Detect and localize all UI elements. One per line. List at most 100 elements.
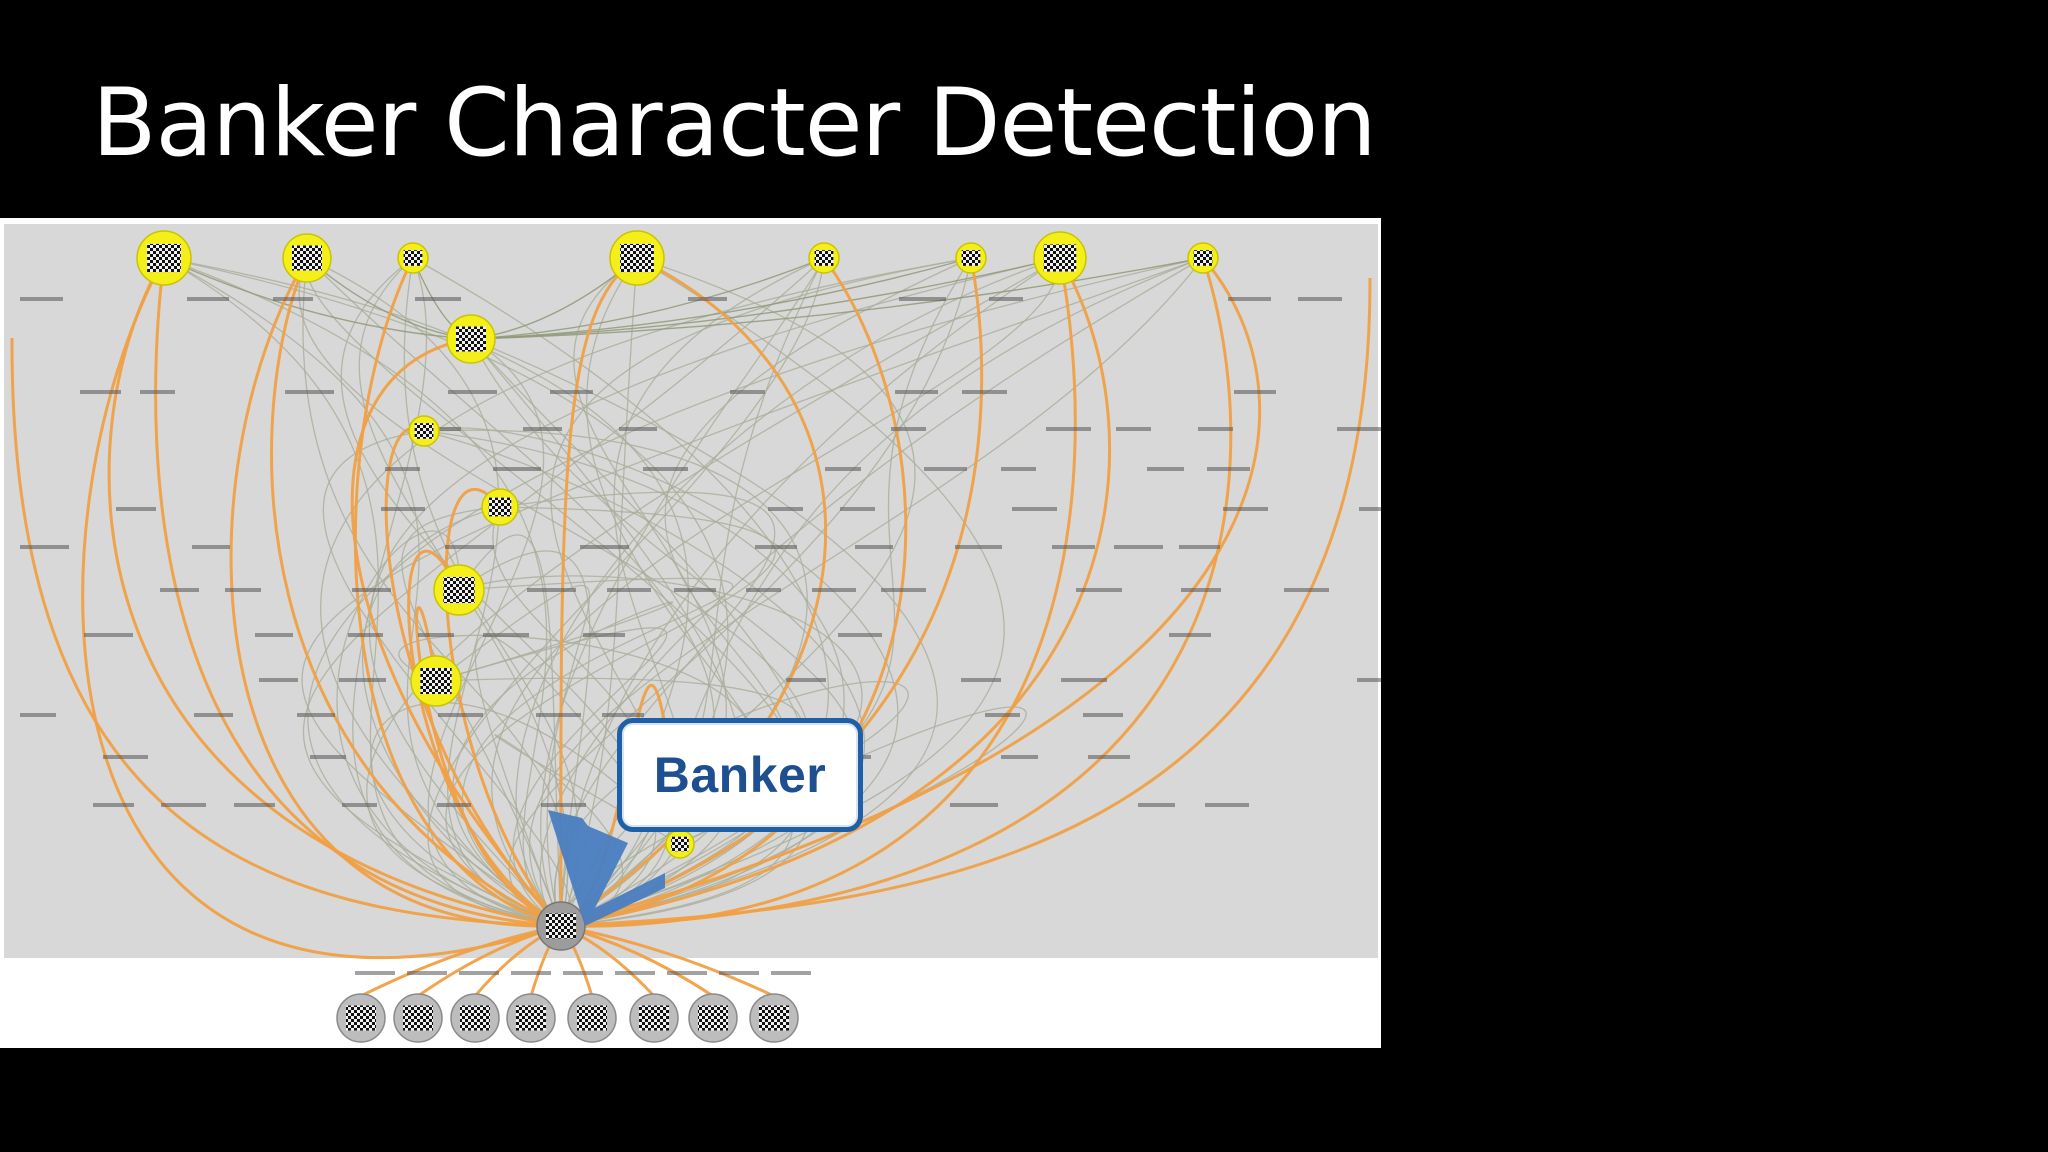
edge-label-mark bbox=[615, 971, 655, 975]
edge-label-mark bbox=[550, 390, 593, 394]
edge-label-mark bbox=[1234, 390, 1276, 394]
heavy-edge bbox=[559, 256, 638, 927]
edge-label-mark bbox=[667, 971, 707, 975]
edge-label-mark bbox=[1223, 507, 1268, 511]
edge-label-mark bbox=[607, 588, 651, 592]
light-edge bbox=[307, 257, 1204, 927]
banker-callout-label: Banker bbox=[653, 747, 827, 803]
light-edge bbox=[470, 257, 1204, 340]
edge-label-mark bbox=[962, 390, 1007, 394]
light-edge bbox=[539, 257, 1204, 927]
light-edge bbox=[491, 257, 1061, 927]
edge-label-mark bbox=[493, 467, 541, 471]
edge-label-mark bbox=[419, 427, 461, 431]
edge-label-mark bbox=[1052, 545, 1095, 549]
banker-node bbox=[536, 901, 586, 951]
character-node bbox=[397, 242, 429, 274]
edge-label-mark bbox=[1179, 545, 1220, 549]
edge-label-mark bbox=[895, 390, 938, 394]
edge-label-mark bbox=[84, 633, 133, 637]
light-edge bbox=[302, 257, 825, 927]
light-edge bbox=[336, 530, 562, 927]
edge-label-mark bbox=[719, 971, 759, 975]
edge-label-mark bbox=[339, 678, 386, 682]
light-edge bbox=[435, 584, 591, 927]
character-node bbox=[433, 564, 485, 616]
edge-label-mark bbox=[730, 390, 765, 394]
edge-label-mark bbox=[840, 507, 875, 511]
edge-label-mark bbox=[855, 545, 893, 549]
edge-label-mark bbox=[415, 297, 461, 301]
edge-label-mark bbox=[1061, 678, 1107, 682]
light-edge bbox=[470, 257, 825, 340]
edge-label-mark bbox=[187, 297, 229, 301]
edge-label-mark bbox=[407, 971, 447, 975]
heavy-edge bbox=[560, 257, 1233, 928]
edge-label-mark bbox=[1001, 755, 1038, 759]
edge-label-mark bbox=[259, 678, 298, 682]
edge-label-mark bbox=[899, 297, 946, 301]
edge-label-mark bbox=[1147, 467, 1184, 471]
edge-label-mark bbox=[310, 755, 346, 759]
edge-label-mark bbox=[746, 588, 781, 592]
edge-label-mark bbox=[192, 545, 230, 549]
edge-label-mark bbox=[1359, 507, 1381, 511]
edge-label-mark bbox=[1228, 297, 1271, 301]
heavy-edge bbox=[384, 426, 563, 928]
account-node bbox=[629, 993, 679, 1043]
edge-label-mark bbox=[838, 633, 882, 637]
heavy-edge bbox=[444, 488, 563, 927]
edge-label-mark bbox=[20, 545, 69, 549]
edge-label-mark bbox=[348, 633, 383, 637]
edge-label-mark bbox=[103, 755, 148, 759]
account-node bbox=[688, 993, 738, 1043]
edge-label-mark bbox=[768, 507, 803, 511]
edge-label-mark bbox=[771, 971, 811, 975]
edge-label-mark bbox=[511, 971, 551, 975]
light-edge bbox=[306, 257, 562, 927]
light-edge bbox=[470, 338, 938, 927]
edge-label-mark bbox=[285, 390, 334, 394]
character-node bbox=[808, 242, 840, 274]
edge-label-mark bbox=[1076, 588, 1122, 592]
edge-label-mark bbox=[541, 803, 586, 807]
edge-label-mark bbox=[1205, 803, 1249, 807]
edge-label-mark bbox=[1083, 713, 1123, 717]
transaction-graph bbox=[4, 224, 1381, 1043]
edge-label-mark bbox=[755, 545, 797, 549]
heavy-edge bbox=[270, 257, 562, 928]
character-node bbox=[481, 488, 519, 526]
edge-label-mark bbox=[1337, 427, 1381, 431]
edge-label-mark bbox=[445, 545, 494, 549]
light-edge bbox=[560, 257, 1204, 927]
heavy-edge bbox=[560, 257, 1112, 928]
edge-label-mark bbox=[80, 390, 121, 394]
edge-label-mark bbox=[116, 507, 156, 511]
heavy-edge bbox=[107, 257, 562, 928]
light-edge bbox=[560, 257, 825, 927]
light-edge bbox=[560, 257, 1005, 927]
edge-label-mark bbox=[140, 390, 175, 394]
edge-label-mark bbox=[1046, 427, 1091, 431]
edge-label-mark bbox=[924, 467, 967, 471]
edge-label-mark bbox=[523, 427, 562, 431]
light-edge bbox=[305, 257, 812, 927]
edge-label-mark bbox=[580, 545, 629, 549]
edge-label-mark bbox=[437, 803, 471, 807]
edge-label-mark bbox=[1138, 803, 1175, 807]
slide-title: Banker Character Detection bbox=[92, 69, 1377, 178]
light-edge bbox=[423, 430, 845, 927]
edge-label-mark bbox=[20, 297, 63, 301]
edge-label-mark bbox=[891, 427, 926, 431]
light-edge bbox=[401, 506, 562, 927]
edge-label-mark bbox=[225, 588, 261, 592]
character-node bbox=[410, 655, 462, 707]
light-edge bbox=[470, 338, 742, 927]
edge-label-mark bbox=[812, 588, 856, 592]
edge-label-mark bbox=[527, 588, 576, 592]
character-node bbox=[955, 242, 987, 274]
heavy-edge bbox=[560, 277, 1372, 928]
edge-label-mark bbox=[1012, 507, 1057, 511]
light-edge bbox=[370, 702, 681, 927]
edge-label-mark bbox=[255, 633, 293, 637]
